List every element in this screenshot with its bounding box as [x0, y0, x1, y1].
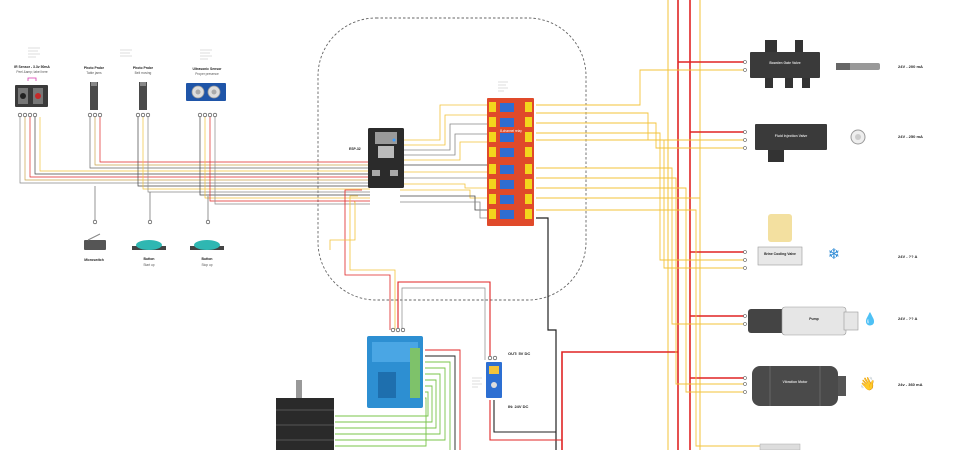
stepper-motor	[276, 380, 334, 450]
mcu-relay-wires	[329, 104, 490, 330]
psu-in-label: IN: 24V DC	[508, 404, 529, 409]
photo-probe-1	[87, 82, 103, 118]
relay-terminals	[489, 102, 532, 219]
psu-wires	[397, 281, 562, 441]
next-actuator-partial	[759, 443, 801, 450]
sensor-bus-wires	[19, 117, 370, 222]
actuator-2-name: Fluid Injection Valve	[774, 134, 808, 138]
actuator-5-name: Vibration Motor	[782, 380, 808, 384]
ultrasonic-subtitle: Proper presence	[195, 72, 219, 76]
button-1-subtitle: Start up	[143, 263, 155, 267]
bowden-gate-valve	[750, 40, 880, 88]
photo-probe-1-title: Photo Probe	[83, 66, 105, 70]
water-drop-icon: 💧	[863, 312, 878, 326]
driver-motor-wires	[335, 349, 461, 450]
actuator-3-spec: 24V - ?? A	[898, 254, 918, 259]
microswitch	[84, 219, 106, 250]
actuator-4-name: Pump	[809, 317, 819, 321]
vibration-motor: 👋	[752, 366, 876, 406]
buck-converter	[486, 355, 502, 398]
relay-label: 8-channel relay	[500, 129, 522, 133]
actuator-1-name: Bowden Gate Valve	[769, 61, 801, 65]
button-1-title: Button	[143, 257, 155, 261]
button-2-title: Button	[201, 257, 213, 261]
esp32-label: ESP-32	[349, 147, 361, 151]
ultrasonic-sensor	[186, 83, 226, 118]
actuator-3-name: Brine Cooling Valve	[764, 252, 796, 256]
snowflake-icon: ❄	[828, 245, 841, 263]
vibration-hand-icon: 👋	[860, 376, 876, 392]
relay-channels	[500, 103, 514, 219]
ir-sensor-subtitle: Peel &amp; label here	[16, 70, 48, 74]
actuator-2-spec: 24V - 250 mA	[898, 134, 923, 139]
button-2-subtitle: Stop up	[201, 263, 213, 267]
ir-sensor-title: IR Sensor - 3.3v 50mA	[14, 65, 50, 69]
note-scribbles	[28, 47, 508, 388]
photo-probe-2-title: Photo Probe	[132, 66, 154, 70]
actuator-1-spec: 24V - 200 mA	[898, 64, 923, 69]
pump: 💧	[748, 306, 878, 336]
photo-probe-2	[135, 82, 151, 118]
enclosure-outline	[317, 17, 587, 301]
button-2	[190, 219, 224, 250]
actuator-4-spec: 24V - ?? A	[898, 316, 918, 321]
ground-wire	[536, 217, 557, 450]
microswitch-title: Microswitch	[84, 258, 104, 262]
actuator-terminals	[743, 60, 747, 394]
stepper-driver	[367, 327, 423, 408]
photo-probe-2-subtitle: Belt moving	[134, 71, 152, 75]
ultrasonic-title: Ultrasonic Sensor	[192, 67, 222, 71]
relay-output-wires	[536, 69, 760, 447]
esp32-board	[368, 128, 404, 188]
ir-sensor	[15, 77, 48, 118]
brine-cooling-valve: ❄	[757, 214, 841, 266]
actuator-5-spec: 24v - 360 mA	[898, 382, 923, 387]
button-1	[132, 219, 166, 250]
fluid-injection-valve	[755, 124, 866, 162]
photo-probe-1-subtitle: Table jams	[86, 71, 102, 75]
power-bus	[561, 0, 745, 450]
psu-out-label: OUT: 5V DC	[508, 351, 531, 356]
relay-board	[487, 98, 534, 226]
